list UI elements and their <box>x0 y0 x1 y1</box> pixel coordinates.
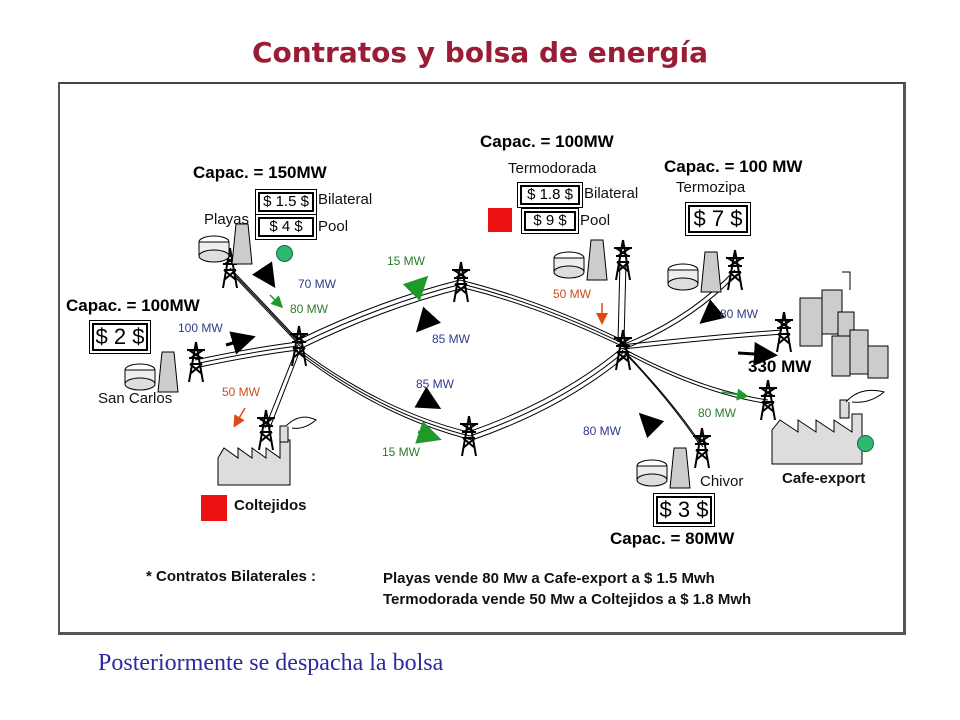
termodorada-bilateral-price: $ 1.8 $ <box>520 185 580 205</box>
san-carlos-name: San Carlos <box>98 390 173 407</box>
chivor-capacity: Capac. = 80MW <box>610 529 735 548</box>
power-plant-icon <box>124 351 179 393</box>
tower-icon <box>256 409 276 451</box>
page-title: Contratos y bolsa de energía <box>251 36 709 69</box>
power-plant-icon <box>198 223 253 265</box>
playas-bilateral-price: $ 1.5 $ <box>258 192 314 212</box>
cafe-export-label: Cafe-export <box>782 470 866 487</box>
flow-label: 50 MW <box>553 287 592 301</box>
flow-label: 80 MW <box>583 424 622 438</box>
tower-icon <box>692 427 712 469</box>
chivor-price: $ 3 $ <box>656 496 712 524</box>
termozipa-name: Termozipa <box>676 179 746 196</box>
tower-icon <box>613 239 633 281</box>
playas-name: Playas <box>204 211 250 228</box>
flow-label: 50 MW <box>222 385 261 399</box>
red-mark <box>488 208 512 232</box>
footer-text: Posteriormente se despacha la bolsa <box>98 650 444 676</box>
flow-label: 85 MW <box>432 332 471 346</box>
flow-label: 15 MW <box>387 254 426 268</box>
termodorada-name: Termodorada <box>508 160 597 177</box>
flow-label: 80 MW <box>290 302 329 316</box>
flow-label: 100 MW <box>178 321 223 335</box>
playas-capacity: Capac. = 150MW <box>193 163 327 182</box>
termodorada-capacity: Capac. = 100MW <box>480 132 614 151</box>
green-mark <box>276 245 293 262</box>
tower-icon <box>774 311 794 353</box>
contract-line-1: Playas vende 80 Mw a Cafe-export a $ 1.5… <box>383 570 715 587</box>
flow-label: 80 MW <box>720 307 759 321</box>
flow-label: 85 MW <box>416 377 455 391</box>
playas-bilateral-label: Bilateral <box>318 191 373 208</box>
flow-label: 15 MW <box>382 445 421 459</box>
san-carlos-price: $ 2 $ <box>92 323 148 351</box>
flow-arrows <box>225 261 778 444</box>
transmission-lines <box>194 261 785 448</box>
red-mark <box>201 495 227 521</box>
termozipa-price: $ 7 $ <box>688 205 748 233</box>
chivor-name: Chivor <box>700 473 744 490</box>
power-plant-icon <box>667 251 722 293</box>
playas-pool-price: $ 4 $ <box>258 217 314 237</box>
flow-label: 80 MW <box>698 406 737 420</box>
city-buildings-icon <box>799 271 889 379</box>
cafe-export-factory-icon <box>771 389 886 465</box>
termodorada-bilateral-label: Bilateral <box>584 185 639 202</box>
termozipa-capacity: Capac. = 100 MW <box>664 157 803 176</box>
power-plant-icon <box>553 239 608 281</box>
coltejidos-label: Coltejidos <box>234 497 307 514</box>
power-plant-icon <box>636 447 691 489</box>
city-demand-label: 330 MW <box>748 357 812 376</box>
coltejidos-factory-icon <box>217 416 317 486</box>
playas-pool-label: Pool <box>318 218 349 235</box>
san-carlos-capacity: Capac. = 100MW <box>66 296 200 315</box>
contract-line-2: Termodorada vende 50 Mw a Coltejidos a $… <box>383 591 752 608</box>
contracts-heading: * Contratos Bilaterales : <box>146 568 317 585</box>
green-mark <box>857 435 874 452</box>
flow-label: 70 MW <box>298 277 337 291</box>
tower-icon <box>613 329 633 371</box>
termodorada-pool-price: $ 9 $ <box>524 211 576 231</box>
termodorada-pool-label: Pool <box>580 212 611 229</box>
